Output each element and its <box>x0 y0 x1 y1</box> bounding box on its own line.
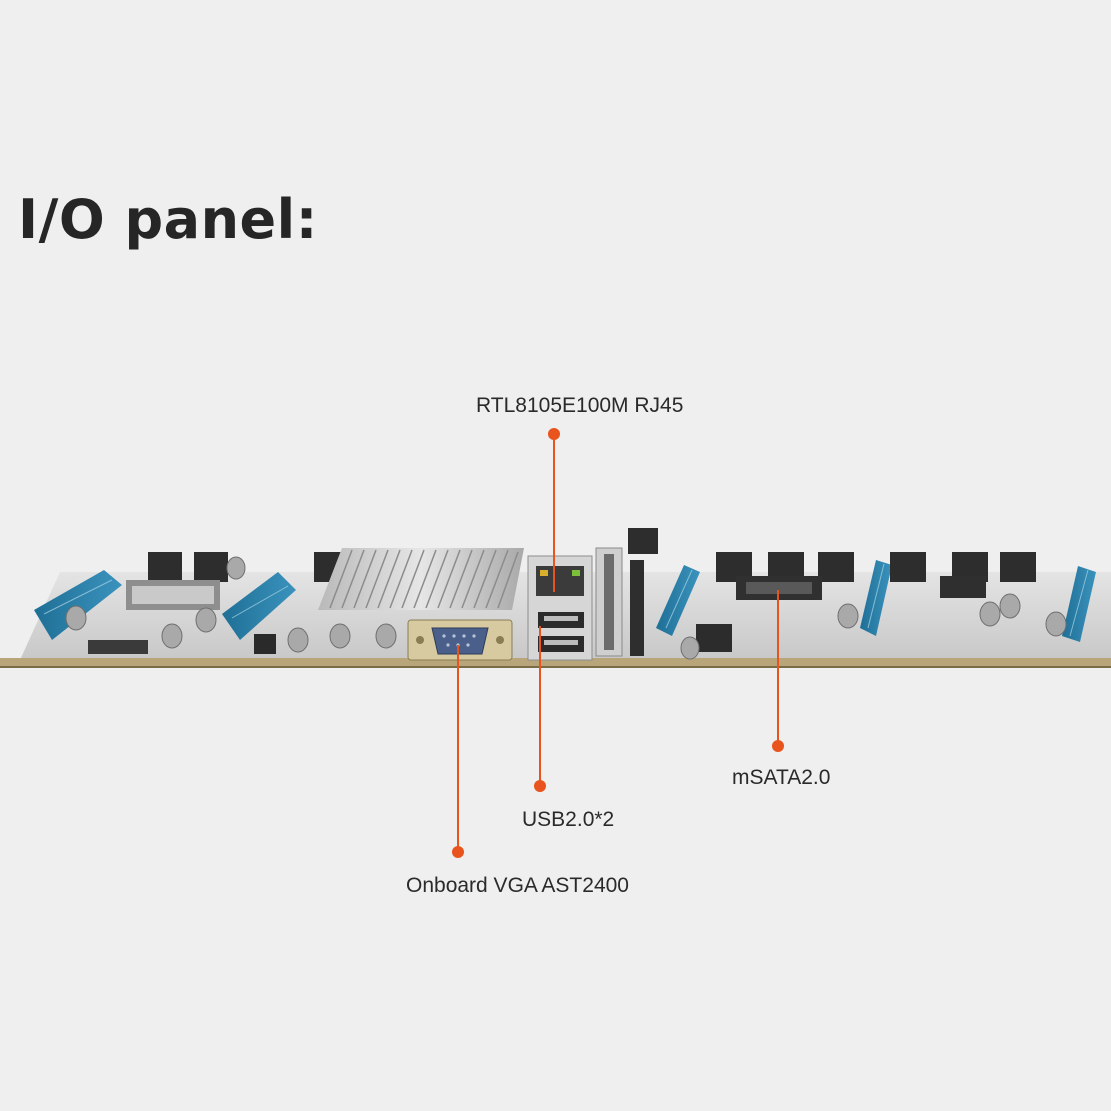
capacitor <box>65 556 1067 660</box>
chip <box>88 576 986 654</box>
callout-vga <box>452 645 464 858</box>
callout-rj45 <box>548 428 560 592</box>
vga-connector <box>407 619 513 661</box>
msata-label: mSATA2.0 <box>732 766 831 789</box>
pcie-slot <box>34 560 1096 642</box>
io-shield <box>595 547 644 657</box>
callout-msata <box>772 590 784 752</box>
usb-label: USB2.0*2 <box>522 808 615 831</box>
callout-usb <box>534 626 546 792</box>
vga-label: Onboard VGA AST2400 <box>406 874 629 897</box>
power-connector <box>148 528 1036 582</box>
page-title: I/O panel: <box>18 188 318 251</box>
rj45-usb-stack <box>527 555 593 661</box>
heatsink <box>318 548 524 610</box>
rj45-label: RTL8105E100M RJ45 <box>476 394 684 417</box>
